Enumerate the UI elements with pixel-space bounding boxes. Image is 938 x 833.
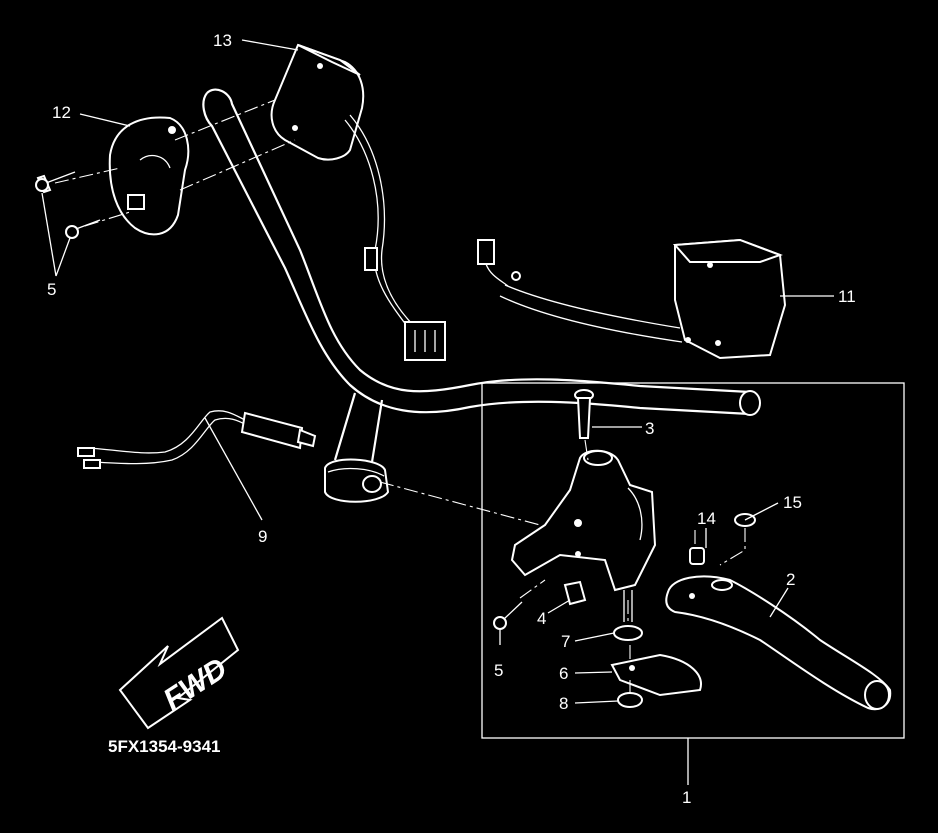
callout-1: 1 <box>682 788 691 807</box>
switch-wire <box>344 119 411 331</box>
bolt-3 <box>574 389 594 439</box>
callout-2: 2 <box>786 570 795 589</box>
callout-12: 12 <box>52 103 71 122</box>
nut-4 <box>563 580 587 606</box>
collar-7 <box>613 625 643 641</box>
callout-9: 9 <box>258 527 267 546</box>
callout-4: 4 <box>537 609 546 628</box>
callout-7: 7 <box>561 632 570 651</box>
screws-left <box>35 171 101 239</box>
screw-5 <box>493 601 523 630</box>
callout-5-box: 5 <box>494 661 503 680</box>
switch-housing-lower <box>108 116 190 236</box>
lever-holder <box>510 449 657 592</box>
fwd-arrow-icon: FWD <box>118 616 240 730</box>
callout-14: 14 <box>697 509 716 528</box>
leader-lines <box>41 39 834 785</box>
callout-8: 8 <box>559 694 568 713</box>
lever-assembly-box <box>481 382 905 739</box>
plate-6 <box>610 653 702 697</box>
callout-6: 6 <box>559 664 568 683</box>
clutch-switch-cable <box>77 410 317 469</box>
pivot-post <box>623 590 633 622</box>
bushing-14 <box>689 547 705 565</box>
part-code: 5FX1354-9341 <box>108 737 220 756</box>
switch-housing-upper <box>270 43 365 161</box>
callout-3: 3 <box>645 419 654 438</box>
alignment-lines <box>54 99 746 695</box>
callout-11: 11 <box>838 287 856 306</box>
callout-15: 15 <box>783 493 802 512</box>
switch-right <box>477 238 787 360</box>
callout-13: 13 <box>213 31 232 50</box>
washer-8 <box>617 692 643 708</box>
handlebar <box>202 88 761 503</box>
clutch-lever <box>665 575 892 710</box>
callout-5-left: 5 <box>47 280 56 299</box>
